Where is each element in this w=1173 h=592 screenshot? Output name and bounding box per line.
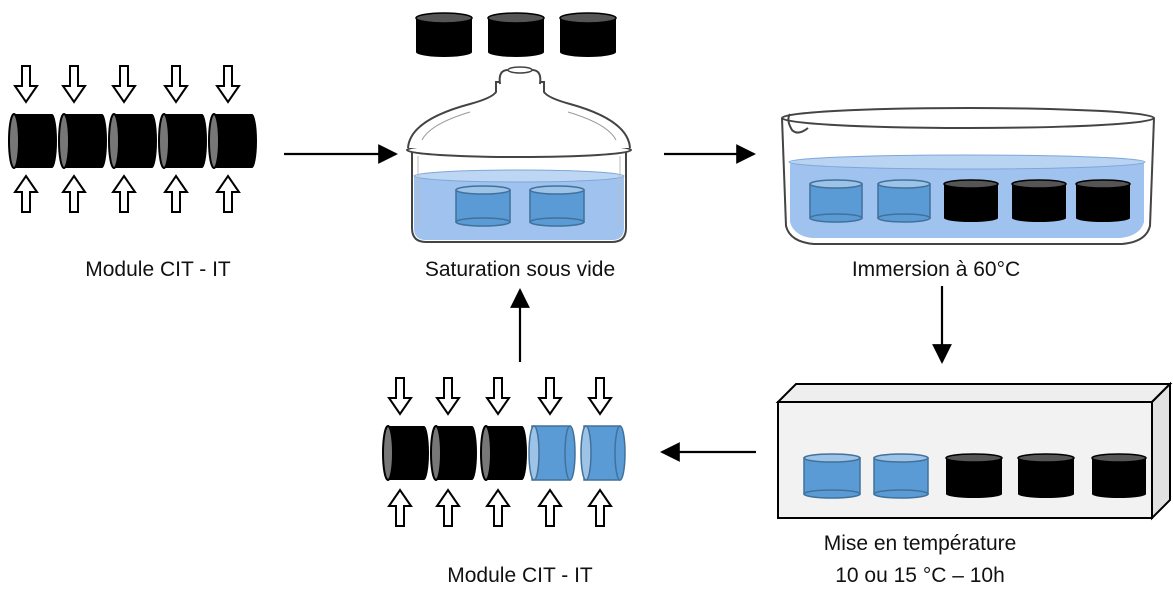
label-immersion: Immersion à 60°C: [851, 258, 1021, 281]
sample-black: [58, 113, 107, 169]
sample-black: [158, 113, 207, 169]
sample-black: [382, 425, 429, 481]
sample-black: [108, 113, 157, 169]
pressure-arrows-top-bottom-module: [387, 377, 613, 416]
pressure-arrows-bottom-bottom-module: [387, 488, 613, 527]
sample-black: [1091, 453, 1147, 498]
sample-black: [943, 179, 999, 222]
sample-blue: [580, 425, 626, 481]
sample-blue: [873, 453, 929, 499]
sample-black: [208, 113, 257, 169]
label-module-left: Module CIT - IT: [85, 258, 231, 281]
temperature-chamber: [775, 381, 1173, 521]
sample-black: [415, 12, 473, 57]
immersion-bath: [781, 107, 1155, 245]
pressure-arrows-bottom-left: [13, 174, 241, 213]
sample-black: [1017, 453, 1075, 498]
sample-black: [945, 453, 1003, 498]
module-cit-it-left: [8, 65, 257, 213]
sample-black: [1075, 179, 1131, 222]
sample-blue: [809, 179, 863, 223]
sample-black: [559, 12, 617, 57]
samples-bottom-module: [382, 425, 626, 481]
sample-blue: [803, 453, 861, 499]
pressure-arrows-top-left: [13, 65, 241, 104]
sample-blue: [528, 425, 576, 481]
label-saturation: Saturation sous vide: [424, 258, 616, 281]
label-mise-line1: Mise en température: [823, 532, 1017, 555]
sample-black: [1011, 179, 1067, 222]
label-mise-line2: 10 ou 15 °C – 10h: [835, 564, 1005, 587]
flow-arrows: [284, 144, 952, 462]
sample-blue: [529, 185, 585, 227]
sample-black: [480, 425, 527, 481]
label-module-bottom: Module CIT - IT: [447, 564, 593, 587]
module-cit-it-bottom: [382, 377, 626, 527]
vacuum-desiccator: [406, 66, 632, 243]
sample-black: [430, 425, 477, 481]
sample-blue: [455, 185, 511, 227]
sample-black: [487, 12, 545, 57]
desiccator-water: [414, 176, 624, 240]
sample-black: [8, 113, 57, 169]
sample-blue: [877, 179, 931, 223]
samples-left-module: [8, 113, 257, 169]
samples-above-desiccator: [415, 12, 617, 57]
